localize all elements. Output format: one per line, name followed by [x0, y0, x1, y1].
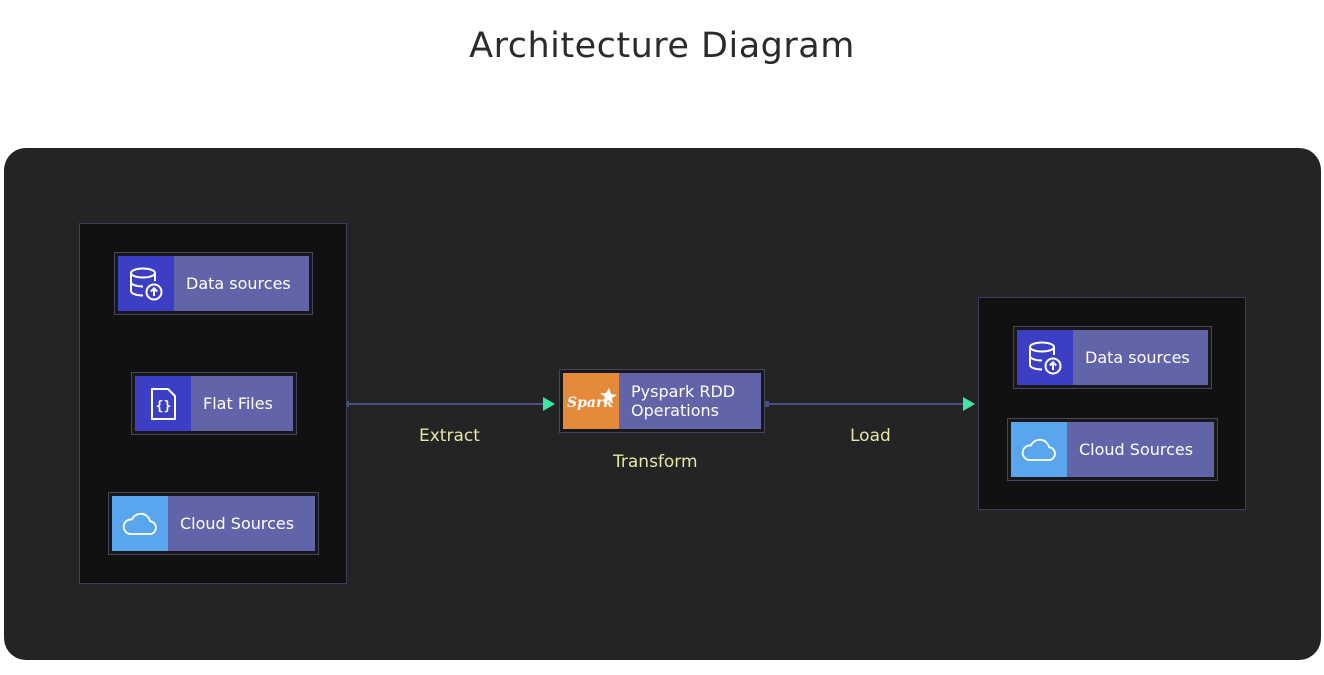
json-file-icon: {}	[135, 376, 191, 431]
cloud-icon	[112, 496, 168, 551]
database-upload-icon	[118, 256, 174, 311]
extract-label: Extract	[419, 426, 480, 446]
node-label: Data sources	[174, 256, 309, 311]
node-label: Data sources	[1073, 330, 1208, 385]
source-group: Data sources {} Flat Files Cloud Sources	[79, 223, 347, 584]
diagram-canvas: Data sources {} Flat Files Cloud Sources	[4, 148, 1321, 660]
node-label: Flat Files	[191, 376, 293, 431]
load-arrow-head	[963, 397, 975, 411]
load-edge-start-handle	[763, 401, 769, 407]
source-flat-files-node[interactable]: {} Flat Files	[131, 372, 297, 435]
node-label-line-1: Pyspark RDD	[631, 382, 736, 401]
target-cloud-sources-node[interactable]: Cloud Sources	[1007, 418, 1218, 481]
cloud-icon	[1011, 422, 1067, 477]
target-data-sources-node[interactable]: Data sources	[1013, 326, 1212, 389]
transform-label: Transform	[613, 452, 698, 472]
node-label-line-2: Operations	[631, 401, 719, 420]
extract-arrow-head	[543, 397, 555, 411]
svg-text:{}: {}	[156, 399, 172, 414]
database-upload-icon	[1017, 330, 1073, 385]
load-label: Load	[850, 426, 891, 446]
svg-text:Spark: Spark	[567, 395, 613, 411]
transform-spark-node[interactable]: Spark Pyspark RDD Operations	[559, 369, 765, 433]
page-title: Architecture Diagram	[469, 26, 855, 66]
spark-logo-icon: Spark	[563, 373, 619, 429]
node-label: Cloud Sources	[168, 496, 315, 551]
source-cloud-sources-node[interactable]: Cloud Sources	[108, 492, 319, 555]
target-group: Data sources Cloud Sources	[978, 297, 1246, 510]
node-label: Pyspark RDD Operations	[619, 373, 761, 429]
source-data-sources-node[interactable]: Data sources	[114, 252, 313, 315]
node-label: Cloud Sources	[1067, 422, 1214, 477]
